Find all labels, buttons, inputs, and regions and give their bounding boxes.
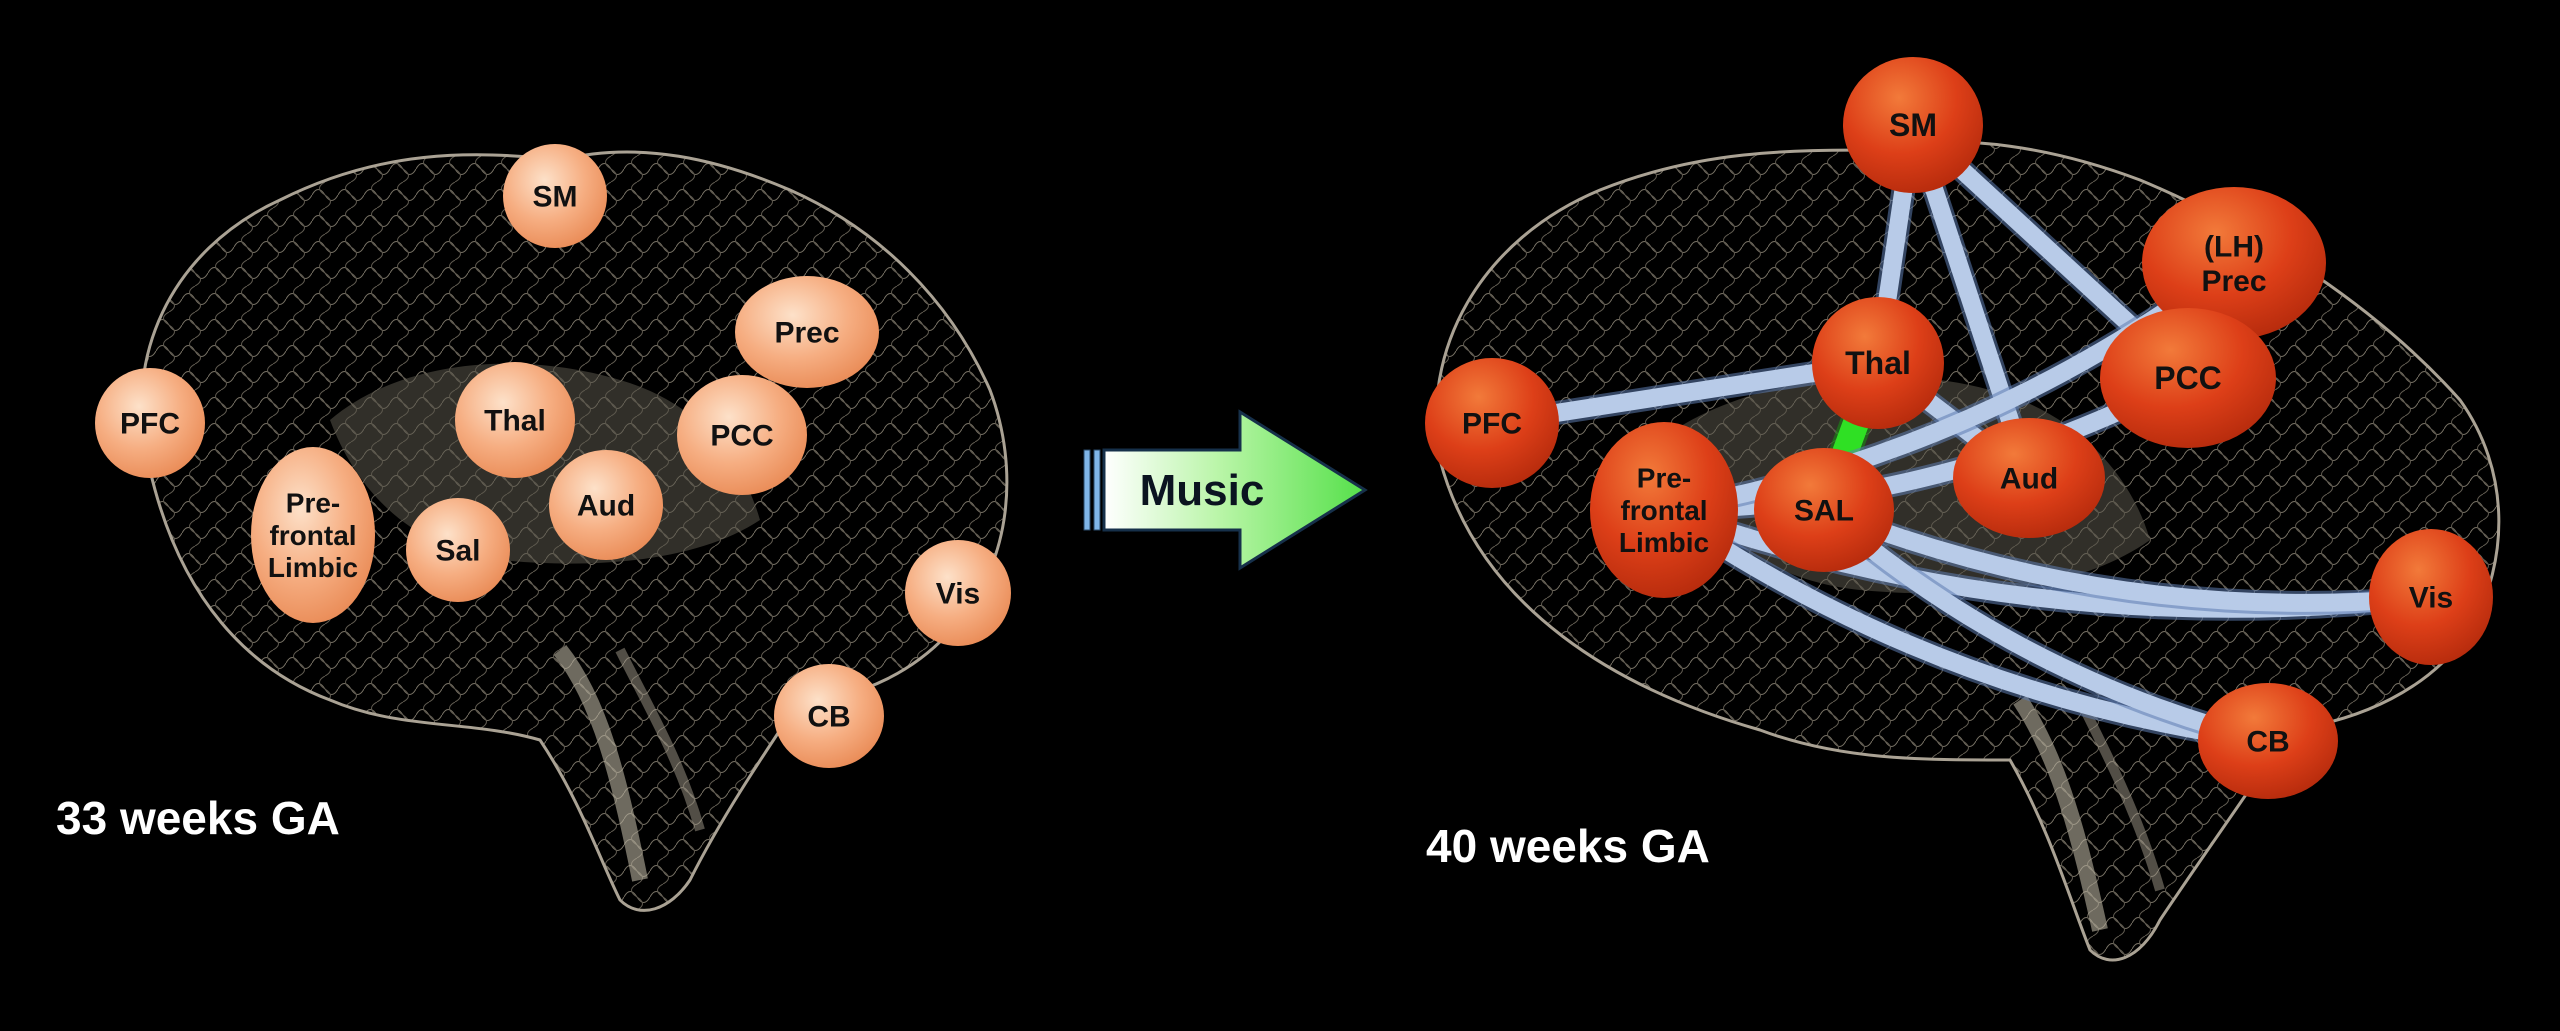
left-node-cb-circle [774,664,884,768]
right-node-thal-label: Thal [1845,345,1911,381]
left-node-prec-label: Prec [774,317,839,350]
left-node-vis-label: Vis [936,578,981,611]
right-node-sm-label: SM [1889,107,1937,143]
right-node-aud-label: Aud [2000,463,2058,496]
left-node-aud: Aud [549,450,663,560]
right-node-sm-circle [1843,57,1983,193]
right-node-vis: Vis [2369,529,2493,665]
left-node-thal-label: Thal [484,405,546,438]
left-node-sm-label: SM [533,181,578,214]
music-label: Music [1140,466,1265,515]
right-node-pfc-label: PFC [1462,408,1522,441]
left-node-sal-label: Sal [435,535,480,568]
right-node-thal: Thal [1812,297,1944,429]
right-caption: 40 weeks GA [1426,820,1710,872]
right-node-cb-label: CB [2246,726,2289,759]
connection-sal-vis [1812,498,2443,615]
left-node-sal-circle [406,498,510,602]
right-node-pcc-circle [2100,308,2276,448]
connection-sal-cb [1812,498,2280,753]
right-node-pfc: PFC [1425,358,1559,488]
music-arrow: Music [1083,409,1368,571]
right-node-lh-prec: (LH)Prec [2142,187,2326,339]
right-node-lh-prec-circle [2142,187,2326,339]
left-node-pcc: PCC [677,375,807,495]
right-node-aud: Aud [1953,418,2105,538]
left-node-cb-label: CB [807,701,850,734]
left-node-vis: Vis [905,540,1011,646]
right-node-thal-circle [1812,297,1944,429]
right-node-vis-label: Vis [2409,582,2454,615]
right-node-sm: SM [1843,57,1983,193]
left-node-vis-circle [905,540,1011,646]
left-node-prec-circle [735,276,879,388]
left-node-pfc: PFC [95,368,205,478]
right-node-vis-circle [2369,529,2493,665]
left-node-pcc-circle [677,375,807,495]
left-node-thal-circle [455,362,575,478]
left-node-cb: CB [774,664,884,768]
left-node-sal: Sal [406,498,510,602]
right-node-pcc-label: PCC [2154,360,2222,396]
left-node-sm-circle [503,144,607,248]
right-node-pfc-circle [1425,358,1559,488]
left-caption: 33 weeks GA [56,792,340,844]
right-node-lh-prec-label: (LH)Prec [2201,230,2266,298]
right-node-prefrontal-limbic-circle [1590,422,1738,598]
left-node-prefrontal-limbic-circle [251,447,375,623]
left-node-pfc-label: PFC [120,408,180,441]
right-node-sal: SAL [1754,448,1894,572]
left-node-thal: Thal [455,362,575,478]
right-node-cb-circle [2198,683,2338,799]
left-node-sm: SM [503,144,607,248]
left-node-aud-circle [549,450,663,560]
left-node-aud-label: Aud [577,490,635,523]
left-node-pcc-label: PCC [710,420,773,453]
right-node-pcc: PCC [2100,308,2276,448]
right-node-sal-label: SAL [1794,495,1854,528]
right-node-aud-circle [1953,418,2105,538]
right-node-cb: CB [2198,683,2338,799]
left-node-prec: Prec [735,276,879,388]
right-node-sal-circle [1754,448,1894,572]
left-node-pfc-circle [95,368,205,478]
